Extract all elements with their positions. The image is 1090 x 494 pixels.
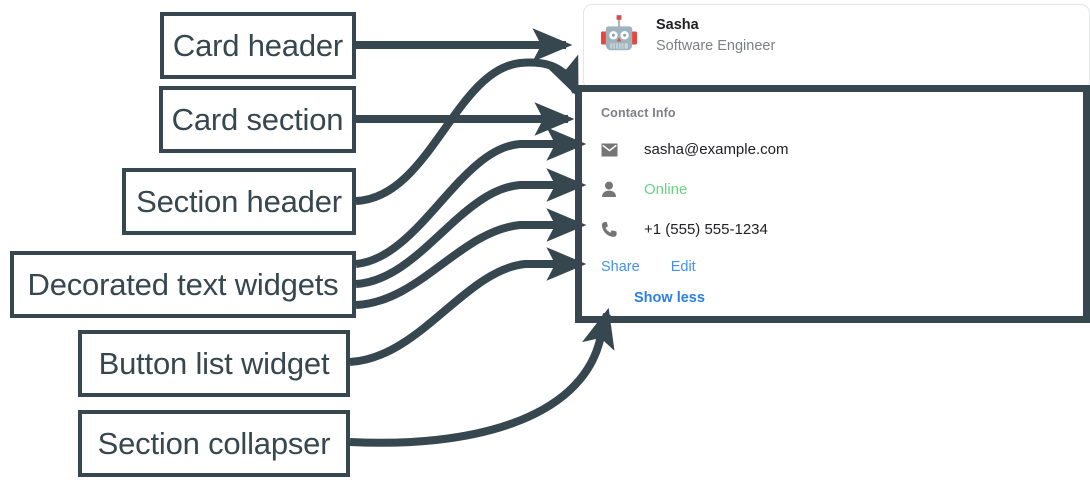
arrow-section-header — [355, 54, 580, 205]
arrow-decorated-text-phone — [355, 208, 587, 309]
card-header: Sasha Software Engineer — [596, 13, 775, 59]
card-subtitle: Software Engineer — [656, 38, 776, 54]
annotation-label-decorated-text-widgets: Decorated text widgets — [10, 251, 356, 318]
button-list-widget: Share Edit — [601, 258, 1083, 278]
section-collapser-button[interactable]: Show less — [634, 289, 705, 306]
card-header-text: Sasha Software Engineer — [656, 17, 775, 55]
card-section-inner: Contact Info sasha@example.com Online — [582, 92, 1083, 316]
decorated-text-email: sasha@example.com — [644, 141, 789, 158]
annotation-label-card-header: Card header — [160, 12, 356, 79]
arrow-button-list — [349, 247, 587, 366]
annotation-label-section-collapser: Section collapser — [78, 410, 350, 477]
section-header: Contact Info — [601, 106, 676, 120]
decorated-text-row-email: sasha@example.com — [601, 138, 1083, 162]
robot-avatar-icon — [601, 15, 637, 51]
profile-card: Sasha Software Engineer — [583, 4, 1090, 90]
decorated-text-row-status: Online — [601, 178, 1083, 202]
share-button[interactable]: Share — [601, 259, 640, 276]
decorated-text-row-phone: +1 (555) 555-1234 — [601, 218, 1083, 242]
edit-button[interactable]: Edit — [670, 259, 696, 276]
arrow-decorated-text-status — [355, 168, 587, 288]
decorated-text-status: Online — [644, 181, 688, 198]
email-icon — [601, 143, 623, 157]
card-section: Contact Info sasha@example.com Online — [575, 85, 1090, 323]
card-title: Sasha — [656, 17, 699, 34]
arrow-section-collapser — [349, 307, 615, 447]
arrow-decorated-text-email — [355, 127, 587, 268]
annotation-label-button-list-widget: Button list widget — [78, 330, 350, 397]
decorated-text-phone: +1 (555) 555-1234 — [644, 221, 768, 238]
person-icon — [601, 181, 623, 198]
phone-icon — [601, 221, 623, 238]
annotation-label-card-section: Card section — [159, 86, 356, 153]
annotation-label-section-header: Section header — [122, 168, 356, 235]
